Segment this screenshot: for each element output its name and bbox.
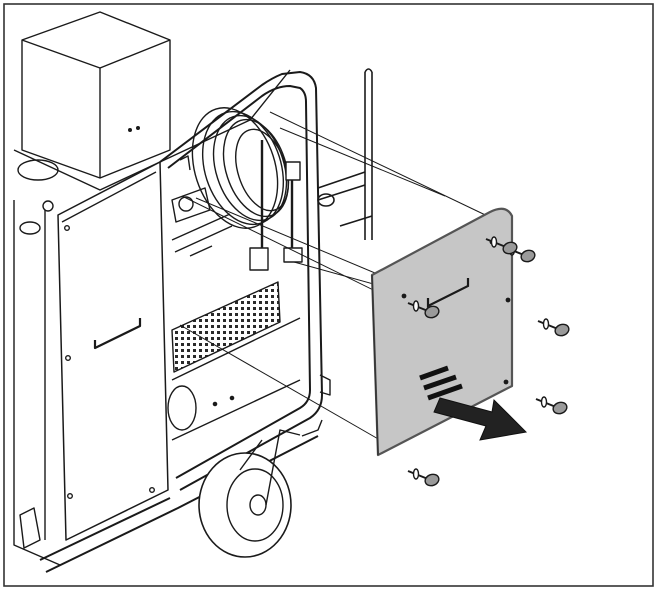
tubular-frame (39, 71, 323, 573)
screw-icon (485, 236, 518, 255)
top-deck (13, 69, 291, 191)
mesh-grille (171, 281, 281, 373)
rear-handle-post (317, 68, 373, 240)
screws (407, 236, 570, 487)
screw-icon (537, 318, 570, 337)
screw-head (552, 401, 568, 415)
washer-icon (540, 396, 548, 408)
wheel (198, 429, 301, 558)
lower-housing (167, 317, 331, 441)
motion-stripes (419, 365, 463, 401)
motor-housing (21, 11, 171, 179)
washer-icon (412, 300, 420, 312)
deck-opening (17, 159, 59, 181)
panel-handle-icon (426, 278, 470, 308)
washer-icon (490, 236, 498, 248)
screw-head (424, 305, 440, 319)
internal-fittings (171, 140, 303, 271)
door-handle-icon (93, 318, 142, 350)
screw-head (520, 249, 536, 263)
screw-head (424, 473, 440, 487)
screw-head (554, 323, 570, 337)
washer-icon (412, 468, 420, 480)
screw-icon (535, 396, 568, 415)
screw-icon (407, 468, 440, 487)
washer-icon (542, 318, 550, 330)
screw-icon (407, 300, 440, 319)
machine-body (13, 11, 373, 573)
front-door (42, 161, 169, 541)
side-panel (370, 207, 514, 457)
screw-head (502, 241, 518, 255)
removal-direction-arrow-icon (433, 397, 528, 441)
